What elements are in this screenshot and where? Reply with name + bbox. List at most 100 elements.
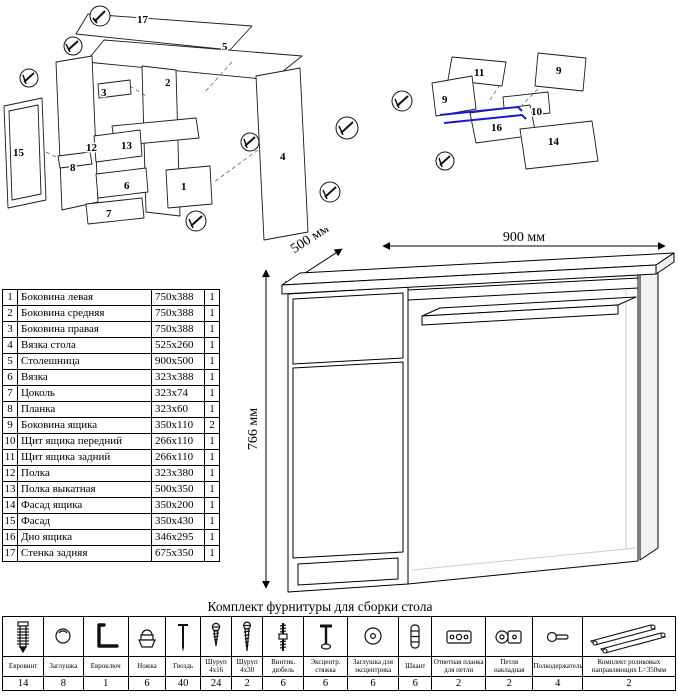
drawer-front	[292, 292, 404, 365]
fastener-detail-icon	[63, 36, 83, 56]
part-num: 13	[2, 481, 18, 498]
panel-small-shelf	[95, 167, 149, 199]
hinge-plate-icon	[446, 629, 472, 644]
wood-dowel-icon	[410, 623, 420, 649]
drawer-panels	[431, 52, 599, 170]
hw-name: Заглушка	[43, 656, 84, 677]
part-qty: 1	[204, 449, 220, 466]
panel-plinth	[85, 197, 145, 225]
hw-icon-cell	[262, 616, 305, 657]
dimension-height: 766 мм	[246, 269, 270, 589]
part-size: 750x388	[151, 305, 205, 322]
part-num: 15	[2, 513, 18, 530]
hw-icon-cell	[303, 616, 348, 657]
part-size: 266x110	[151, 433, 205, 450]
part-label: 15	[13, 147, 25, 159]
panel-drawer-side-left	[431, 75, 477, 117]
desk-panels	[3, 13, 309, 241]
part-qty: 1	[204, 465, 220, 482]
part-num: 2	[2, 305, 18, 322]
width-label: 900 мм	[503, 230, 545, 245]
hw-name: Заглушка для эксцентрика	[346, 656, 400, 677]
plinth-front	[297, 557, 399, 586]
part-size: 675x350	[151, 545, 205, 562]
hw-qty: 2	[231, 676, 264, 691]
part-name: Цоколь	[17, 385, 152, 402]
hw-qty: 24	[200, 676, 233, 691]
part-size: 323x74	[151, 385, 205, 402]
fastener-callouts	[391, 90, 455, 171]
part-name: Планка	[17, 401, 152, 418]
part-size: 350x200	[151, 497, 205, 514]
part-label: 11	[474, 67, 484, 79]
hw-name: Эксцентр. стяжка	[303, 656, 348, 677]
part-name: Полка	[17, 465, 152, 482]
hardware-name-row: Евровинт Заглушка Евроключ Ножка Гвоздь …	[1, 656, 677, 677]
hw-name: Винтик. дюбель	[262, 656, 305, 677]
part-num: 17	[2, 545, 18, 562]
hw-qty: 2	[431, 676, 486, 691]
screw-small-icon	[211, 622, 221, 646]
hardware-qty-row: 14 8 1 6 40 24 2 6 6 6 6 2 2 4 2	[1, 676, 677, 691]
hw-icon-cell	[82, 616, 129, 657]
shelf-pin-icon	[546, 631, 569, 642]
part-name: Стенка задняя	[17, 545, 152, 562]
fastener-detail-icon	[185, 210, 207, 232]
part-qty: 1	[204, 305, 220, 322]
hw-qty: 2	[581, 676, 677, 691]
hw-qty: 4	[532, 676, 583, 691]
fastener-detail-icon	[435, 151, 455, 171]
part-size: 750x388	[151, 321, 205, 338]
hw-name: Шкант	[398, 656, 433, 677]
part-qty: 1	[204, 289, 220, 306]
hw-name: Ножка	[127, 656, 167, 677]
part-size: 350x430	[151, 513, 205, 530]
part-size: 266x110	[151, 449, 205, 466]
fastener-detail-icon	[319, 181, 341, 203]
part-num: 3	[2, 321, 18, 338]
part-name: Вязка	[17, 369, 152, 386]
part-name: Дно ящика	[17, 529, 152, 546]
hw-name: Петля накладная	[484, 656, 534, 677]
fastener-detail-icon	[335, 116, 359, 140]
exploded-view-drawer: 11 9 9 10 16 14	[391, 52, 599, 171]
part-size: 500x350	[151, 481, 205, 498]
panel-door	[3, 97, 47, 209]
panel-shelf	[93, 129, 143, 163]
euro-screw-icon	[17, 620, 30, 653]
part-label: 17	[137, 14, 149, 26]
hw-icon-cell	[1, 616, 45, 657]
part-label: 16	[491, 122, 503, 134]
keyboard-tray-front	[421, 304, 619, 326]
part-num: 4	[2, 337, 18, 354]
part-qty: 1	[204, 401, 220, 418]
part-name: Полка выкатная	[17, 481, 152, 498]
fastener-detail-icon	[391, 90, 413, 112]
part-name: Вязка стола	[17, 337, 152, 354]
part-number-labels: 17 5 3 2 13 12 6 7 15 8 1 4	[12, 13, 288, 222]
desk-3d-view: 900 мм 500 мм 766 мм	[246, 228, 675, 593]
part-qty: 1	[204, 529, 220, 546]
part-qty: 1	[204, 385, 220, 402]
part-label: 5	[222, 41, 228, 53]
cam-cover-icon	[364, 626, 382, 645]
part-qty: 1	[204, 337, 220, 354]
hw-name: Полкодержатель	[532, 656, 583, 677]
part-qty: 1	[204, 497, 220, 514]
hardware-title: Комплект фурнитуры для сборки стола	[207, 599, 433, 614]
part-qty: 1	[204, 513, 220, 530]
door-front	[292, 361, 404, 559]
plug-icon	[55, 627, 71, 644]
hw-name: Шуруп 4x16	[200, 656, 233, 677]
part-label: 9	[442, 94, 448, 106]
panel-bracket	[97, 79, 132, 99]
